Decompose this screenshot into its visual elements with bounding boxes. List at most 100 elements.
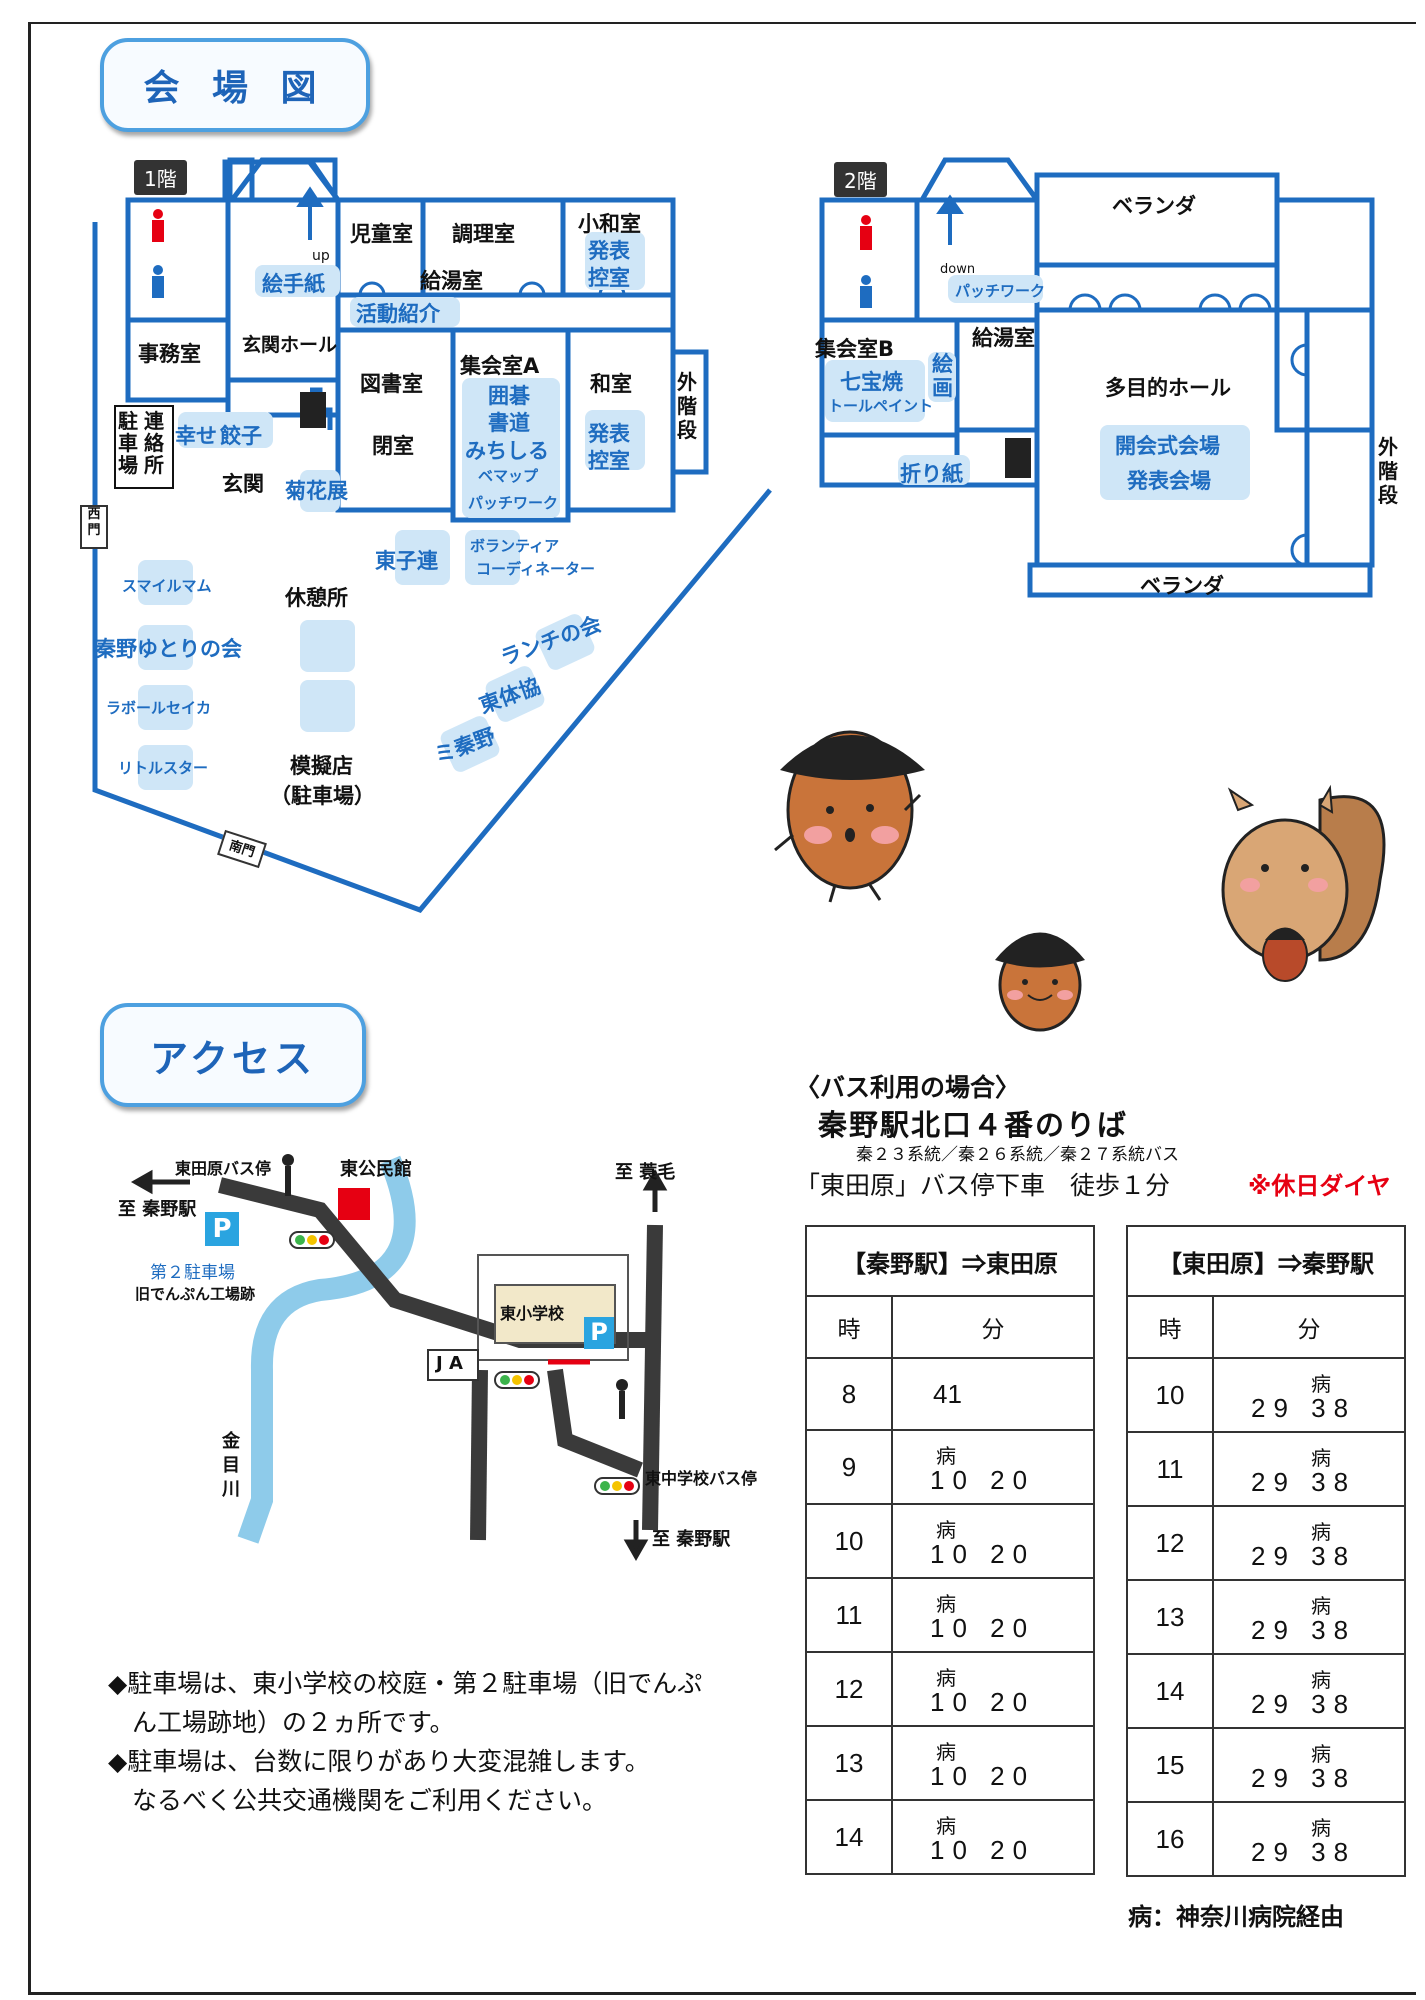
label-michishiru: みちしる	[465, 439, 549, 463]
label-gyoza: 餃子	[220, 424, 262, 448]
minutes-cell: 10 20	[930, 1761, 1036, 1791]
hour-cell: 13	[805, 1725, 893, 1801]
hour-cell: 11	[805, 1577, 893, 1653]
minutes-cell: 29 38	[1251, 1541, 1357, 1571]
happyo1-box	[585, 232, 645, 290]
minutes-cell: 29 38	[1251, 1837, 1357, 1867]
bus-alight: 「東田原」バス停下車 徒歩１分	[795, 1171, 1171, 1200]
hour-cell: 13	[1126, 1579, 1214, 1655]
room-kowashitsu: 小和室	[578, 212, 641, 236]
room-veranda-top: ベランダ	[1112, 194, 1196, 218]
map-higashitahara-stop: 東田原バス停	[175, 1159, 272, 1178]
bus-heading: 〈バス利用の場合〉	[795, 1073, 1021, 1102]
label-tolepaint: トールペイント	[828, 397, 934, 415]
squirrel-mascot-icon	[1221, 784, 1386, 982]
minutes-cell: 10 20	[930, 1539, 1036, 1569]
timetable-right-title: 【東田原】⇒秦野駅	[1126, 1225, 1406, 1297]
room-shukai-b: 集会室B	[815, 337, 895, 361]
kaikaishiki-box	[1100, 425, 1250, 500]
floor1-tag: 1階	[134, 160, 187, 195]
hospital-mark: 病	[936, 1668, 956, 1690]
label-bemappu: ベマップ	[478, 467, 539, 485]
room-genkan: 玄関	[222, 472, 264, 496]
floor-map-title: 会 場 図	[100, 38, 370, 132]
hour-cell: 9	[805, 1429, 893, 1505]
label-mogiten-sub: （駐車場）	[270, 784, 375, 808]
label-down: down	[940, 262, 976, 277]
parking-note-1: ◆駐車場は、東小学校の校庭・第２駐車場（旧でんぷ	[108, 1669, 703, 1698]
volunteer-box	[465, 530, 520, 585]
label-patchwork-1f: パッチワーク	[468, 494, 559, 512]
katsudo-box	[350, 297, 460, 327]
minutes-cell: 29 38	[1251, 1467, 1357, 1497]
shiawase-box	[178, 412, 273, 448]
hospital-mark: 病	[936, 1446, 956, 1468]
hospital-mark: 病	[936, 1742, 956, 1764]
parking-sign-school: P	[590, 1318, 608, 1346]
label-laboule: ラボールセイカ	[106, 699, 212, 717]
parking-note-2: ん工場跡地）の２ヵ所です。	[132, 1708, 455, 1737]
hospital-mark: 病	[1311, 1596, 1331, 1618]
happyo2-box	[585, 410, 645, 470]
label-kaikaishiki: 開会式会場	[1115, 434, 1220, 458]
label-etegami: 絵手紙	[262, 272, 325, 296]
minutes-cell: 10 20	[930, 1835, 1036, 1865]
minutes-cell: 29 38	[1251, 1615, 1357, 1645]
map-stop2: 東中学校バス停	[645, 1469, 758, 1488]
minutes-cell: 10 20	[930, 1465, 1036, 1495]
hospital-mark: 病	[936, 1816, 956, 1838]
table-row: 8 41	[805, 1357, 1095, 1431]
map-to-hadano-left: 至 秦野駅	[118, 1199, 197, 1220]
label-patchwork-2f: パッチワーク	[955, 282, 1046, 300]
room-chori: 調理室	[452, 222, 515, 246]
shukai-box	[462, 378, 560, 518]
higashikoren-box	[395, 530, 450, 585]
hospital-mark: 病	[936, 1520, 956, 1542]
hour-cell: 16	[1126, 1801, 1214, 1877]
hour-cell: 10	[805, 1503, 893, 1579]
label-happyokaijo: 発表会場	[1127, 469, 1211, 493]
hospital-mark: 病	[1311, 1448, 1331, 1470]
parking-note-4: なるべく公共交通機関をご利用ください。	[132, 1786, 608, 1815]
bus-holiday: ※休日ダイヤ	[1248, 1172, 1391, 1200]
label-igo: 囲碁	[488, 384, 530, 408]
map-ja: J A	[436, 1353, 463, 1374]
hour-cell: 15	[1126, 1727, 1214, 1803]
label-kaiga: 絵画	[932, 352, 953, 400]
acorn-mascot-small-icon	[995, 932, 1085, 1032]
hour-cell: 12	[805, 1651, 893, 1727]
label-volunteer2: コーディネーター	[476, 560, 595, 578]
room-genkan-hall: 玄関ホール	[242, 334, 338, 356]
kyukei-box2	[300, 680, 355, 732]
kikka-box	[300, 470, 340, 512]
gate-nishimon: 西門	[80, 505, 108, 549]
map-to-minoge: 至 蓑毛	[615, 1162, 676, 1183]
patchwork2-box	[948, 275, 1043, 303]
label-little: リトルスター	[118, 759, 209, 777]
map-to-hadano-bottom: 至 秦野駅	[652, 1529, 731, 1550]
timetable-left-col-hour: 時	[805, 1295, 893, 1359]
map-lot2-sub: 旧でんぷん工場跡	[135, 1285, 256, 1303]
map-river: 金目川	[222, 1431, 240, 1500]
hospital-mark: 病	[1311, 1818, 1331, 1840]
kyukei-box1	[300, 620, 355, 672]
minutes-cell: 10 20	[930, 1613, 1036, 1643]
minutes-cell: 41	[891, 1357, 1095, 1431]
